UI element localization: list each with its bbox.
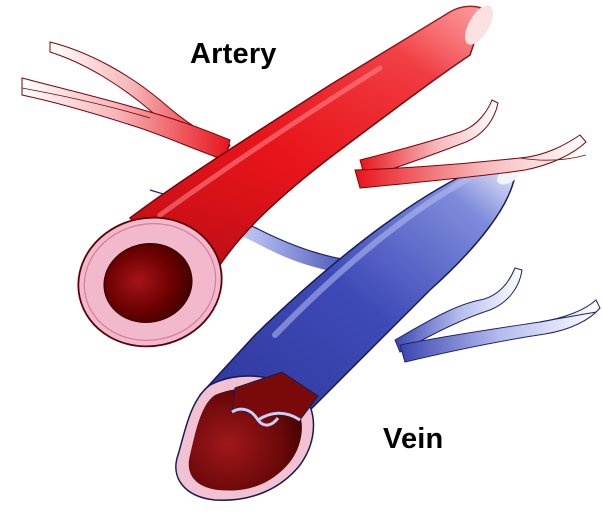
artery-label: Artery [190,38,277,71]
vein-cross-section [176,372,318,500]
vein-label: Vein [383,423,443,456]
